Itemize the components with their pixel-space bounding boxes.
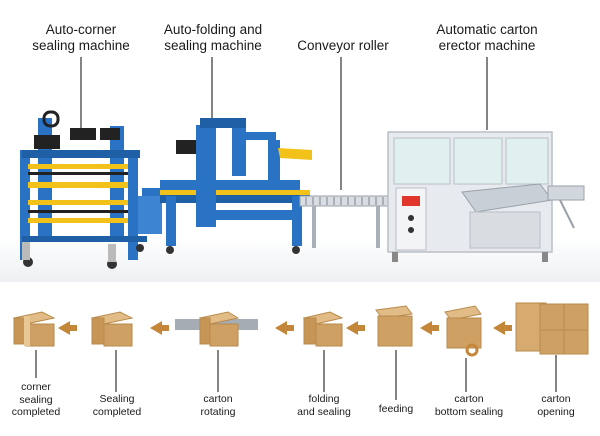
flow-arrow-3-shaft	[356, 325, 365, 331]
carton-erector-machine	[387, 131, 585, 262]
flow-arrow-5-shaft	[160, 325, 169, 331]
caption-carton-opening: carton opening	[526, 393, 586, 418]
label-line: Auto-folding and	[163, 22, 263, 37]
flow-arrow-1-shaft	[503, 325, 512, 331]
flow-arrow-4	[275, 321, 287, 335]
caption-line: sealing	[19, 393, 53, 406]
carton-opening-graphic	[515, 302, 589, 355]
step-pointer-lines	[35, 350, 557, 400]
caption-line: feeding	[378, 403, 414, 415]
caption-folding-and-sealing: folding and sealing	[288, 393, 360, 418]
carton-bottom-sealing-graphic	[444, 305, 482, 357]
label-line: sealing machine	[32, 38, 130, 53]
caption-line: Sealing	[99, 393, 135, 405]
label-conveyor-roller: Conveyor roller	[291, 38, 395, 54]
carton-rotating-graphic	[175, 311, 258, 347]
caption-line: rotating	[200, 405, 236, 418]
label-line: Auto-corner	[45, 22, 117, 37]
label-line: sealing machine	[164, 38, 262, 53]
caption-line: opening	[537, 405, 575, 418]
label-line: Automatic carton	[436, 22, 538, 37]
label-line: Conveyor roller	[297, 38, 389, 53]
caption-line: and sealing	[297, 405, 351, 418]
caption-feeding: feeding	[370, 403, 422, 416]
caption-line: carton	[541, 393, 571, 405]
caption-line: completed	[92, 405, 142, 418]
flow-row	[12, 302, 589, 357]
caption-line: bottom sealing	[434, 405, 504, 418]
feeding-graphic	[375, 305, 413, 347]
flow-arrow-5	[150, 321, 162, 335]
flow-arrow-6	[58, 321, 70, 335]
caption-line: carton	[454, 393, 484, 405]
corner-sealing-completed-graphic	[12, 311, 56, 347]
folding-sealing-graphic	[302, 311, 344, 347]
caption-carton-bottom-sealing: carton bottom sealing	[428, 393, 510, 418]
sealing-completed-graphic	[90, 311, 134, 347]
label-line: erector machine	[438, 38, 536, 53]
caption-sealing-completed: Sealing completed	[86, 393, 148, 418]
corner-sealing-machine	[20, 110, 174, 269]
flow-arrow-2-shaft	[430, 325, 439, 331]
label-carton-erector-machine: Automatic carton erector machine	[428, 22, 546, 54]
label-folding-sealing-machine: Auto-folding and sealing machine	[150, 22, 276, 54]
flow-arrow-1	[493, 321, 505, 335]
caption-corner-sealing-completed: corner sealing completed	[6, 381, 66, 419]
machine-pointer-lines	[80, 57, 488, 190]
flow-arrow-2	[420, 321, 432, 335]
caption-line: carton	[203, 393, 233, 405]
folding-sealing-machine	[160, 118, 312, 254]
caption-carton-rotating: carton rotating	[188, 393, 248, 418]
flow-arrow-6-shaft	[68, 325, 77, 331]
caption-line: folding	[308, 393, 340, 405]
flow-arrow-3	[346, 321, 358, 335]
caption-line: corner	[21, 381, 51, 393]
flow-arrow-4-shaft	[285, 325, 294, 331]
caption-line: completed	[11, 406, 61, 418]
label-corner-sealing-machine: Auto-corner sealing machine	[18, 22, 144, 54]
